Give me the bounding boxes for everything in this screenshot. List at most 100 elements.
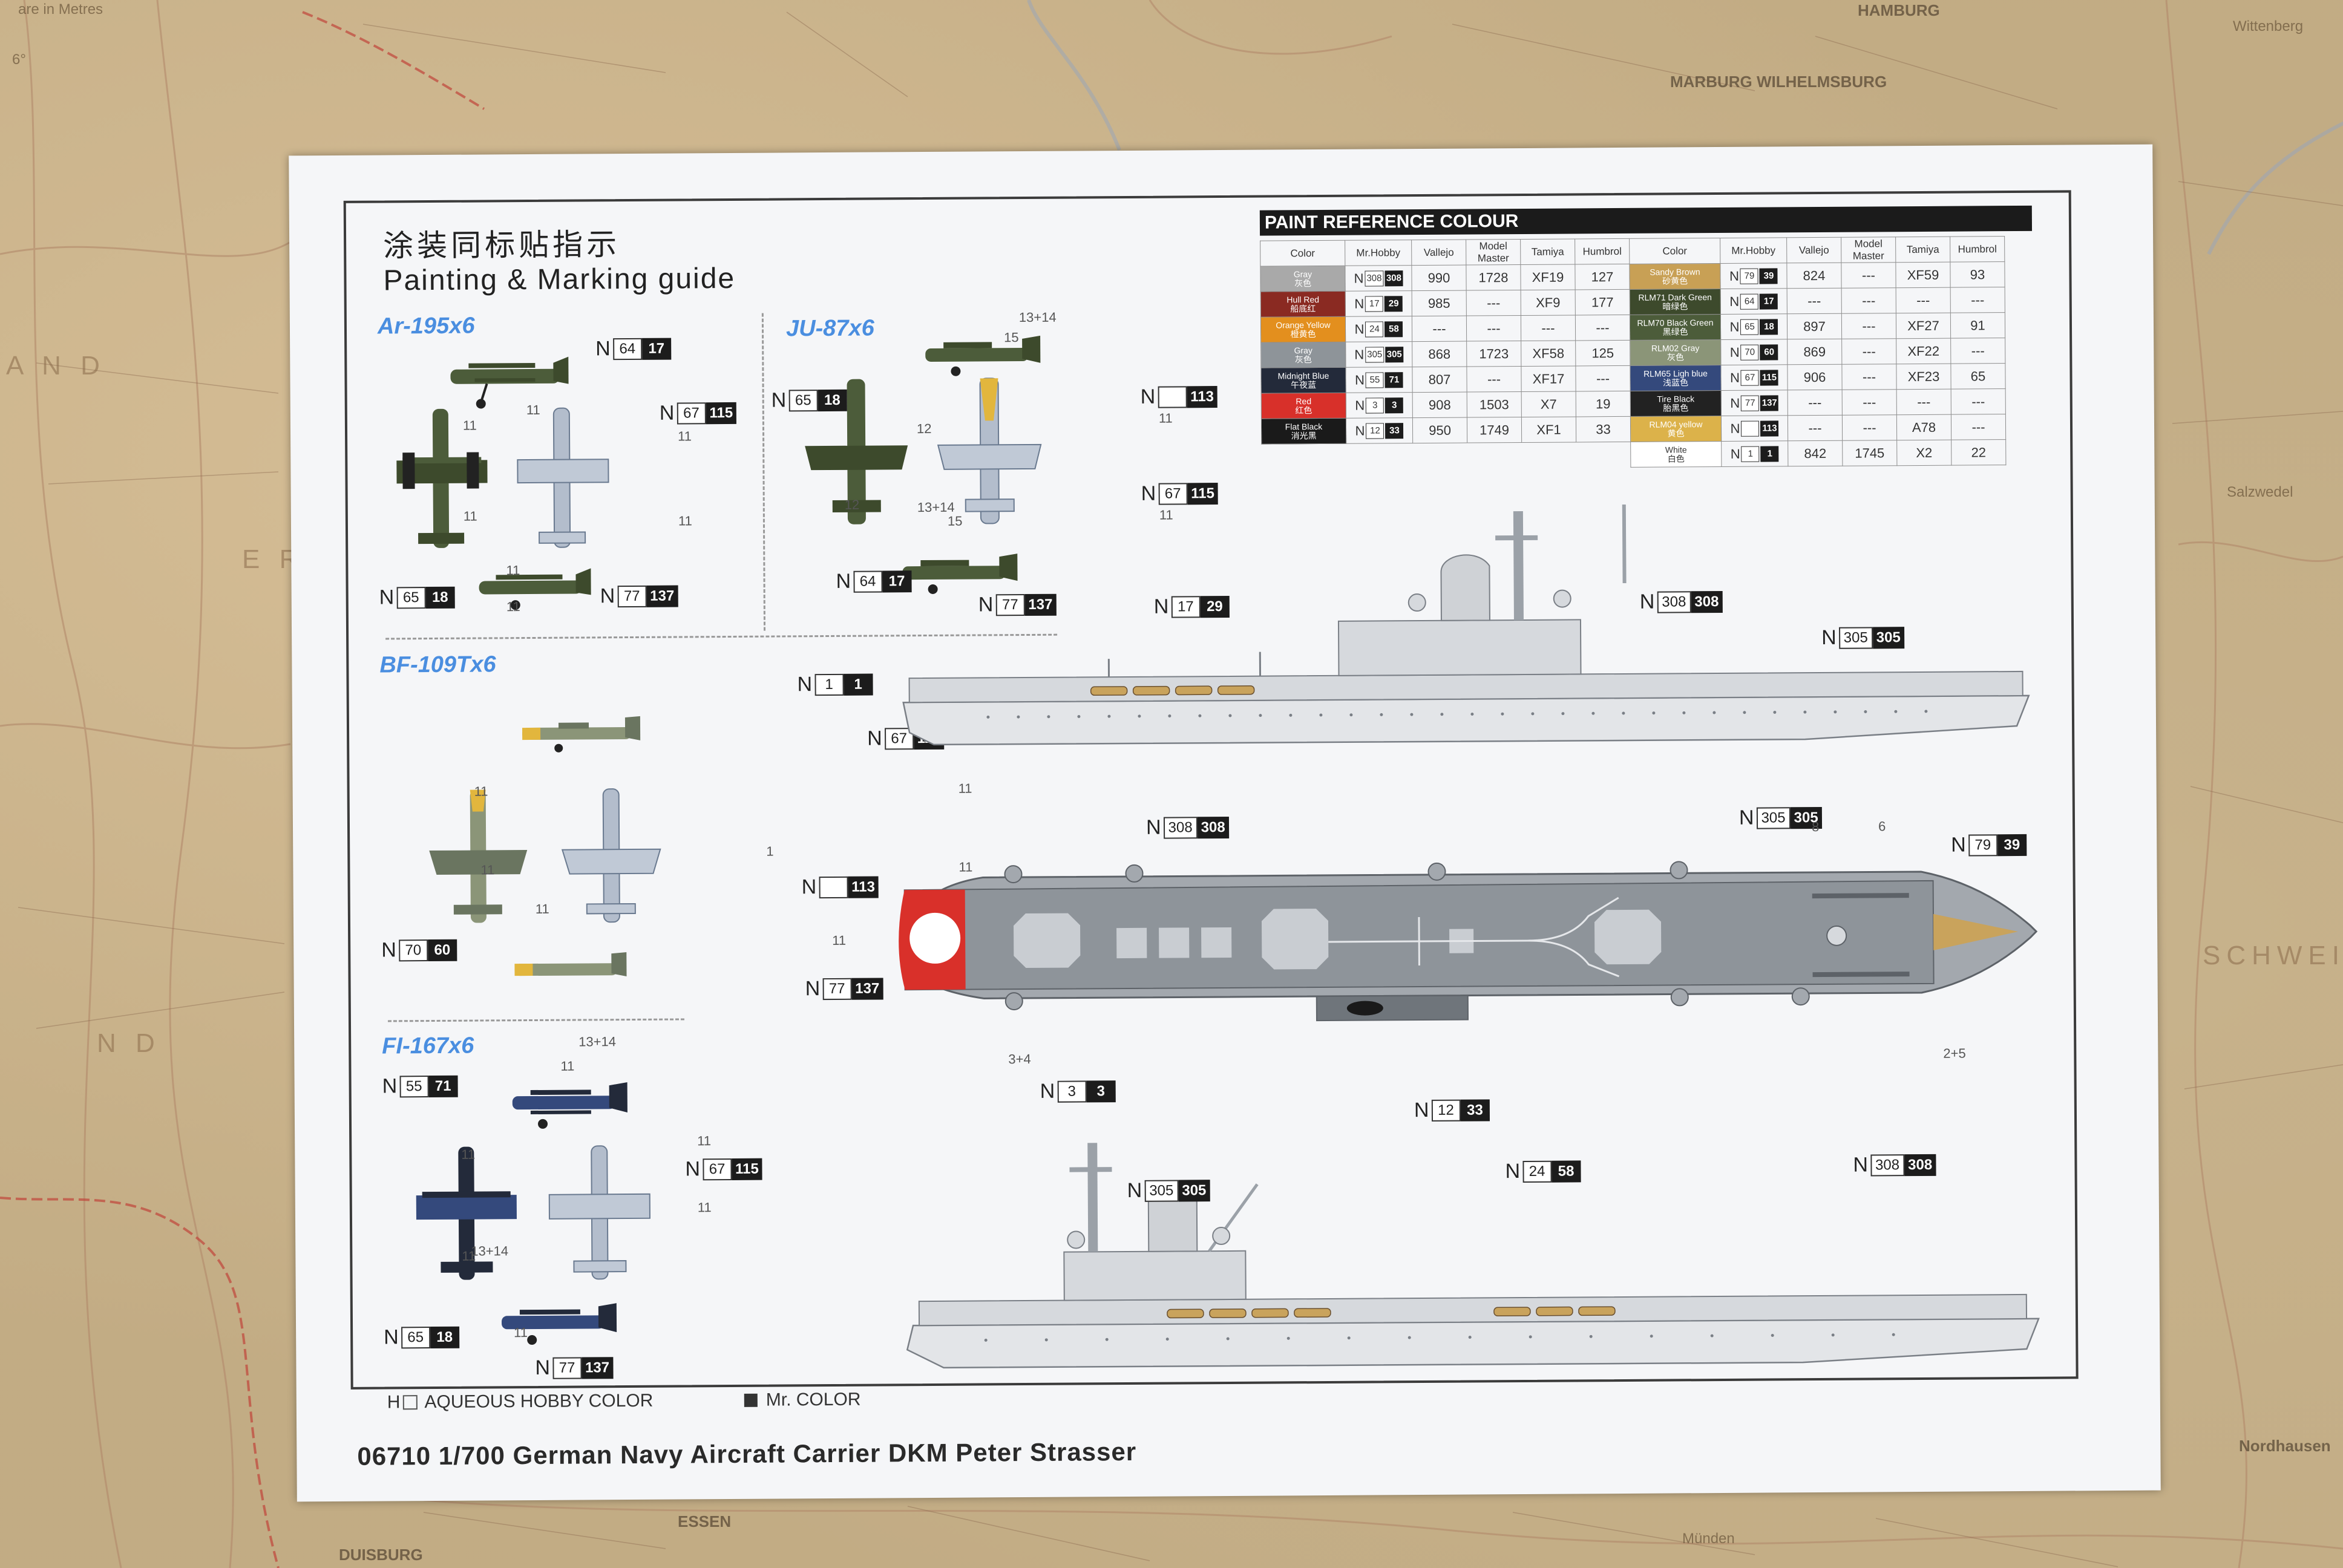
legend-aqueous-swatch (402, 1395, 418, 1410)
paint-table-header-row: Color Mr.Hobby Vallejo Model Master Tami… (1260, 236, 2005, 267)
paint-tamiya (1522, 442, 1576, 468)
col-vallejo-2: Vallejo (1786, 237, 1841, 263)
col-tamiya: Tamiya (1520, 238, 1575, 265)
paint-humbrol: 65 (1950, 363, 2006, 390)
paint-tamiya: XF27 (1896, 313, 1951, 339)
col-tamiya-2: Tamiya (1895, 237, 1950, 263)
paint-vallejo: 985 (1412, 290, 1467, 316)
paint-humbrol: 22 (1951, 439, 2006, 466)
ju87-callout-3: 12 (916, 420, 932, 437)
bf109-drawings (429, 716, 661, 977)
paint-humbrol: 127 (1575, 264, 1630, 290)
paint-color-name: RLM65 Ligh blue (1643, 368, 1708, 379)
paint-color-name-cn: 灰色 (1666, 351, 1684, 362)
paint-model-master: 1745 (1842, 440, 1897, 466)
map-label-wittenberg: Wittenberg (2233, 18, 2304, 34)
paint-tamiya: XF17 (1521, 365, 1576, 392)
paint-color-name: RLM02 Gray (1651, 342, 1700, 353)
paint-vallejo: 869 (1787, 339, 1842, 365)
paint-tamiya: XF59 (1895, 262, 1951, 288)
fi167-callout-1: 13+14 (578, 1034, 617, 1050)
paint-model-master: --- (1842, 389, 1897, 416)
paint-tamiya: XF58 (1521, 340, 1576, 367)
paint-color-name: Flat Black (1285, 421, 1323, 431)
paint-vallejo: 990 (1411, 265, 1467, 291)
map-label-marburg: MARBURG WILHELMSBURG (1670, 73, 1887, 91)
paint-vallejo: 807 (1412, 367, 1467, 393)
paint-vallejo: 897 (1787, 313, 1842, 339)
paint-model-master: --- (1841, 262, 1896, 289)
title-fi167: FI-167x6 (382, 1033, 474, 1059)
paint-mrhobby-code (1346, 443, 1413, 469)
paint-color-name-cn: 浅蓝色 (1663, 377, 1689, 388)
paint-model-master: --- (1841, 313, 1896, 339)
paint-color-name: Gray (1294, 345, 1312, 355)
col-color: Color (1260, 240, 1345, 267)
col-modelmaster-2: Model Master (1841, 237, 1896, 263)
instruction-sheet: 涂装同标贴指示 Painting & Marking guide Ar-195x… (289, 144, 2161, 1502)
col-humbrol: Humbrol (1575, 238, 1630, 264)
map-label-nordhausen: Nordhausen (2239, 1437, 2331, 1455)
col-vallejo: Vallejo (1411, 240, 1466, 266)
fi167-callout-3: 11 (461, 1146, 476, 1162)
paint-tamiya: XF19 (1520, 264, 1576, 290)
bf109-tag-3: N 113 (802, 875, 879, 899)
ar195-callout-7: 11 (506, 599, 520, 615)
paint-model-master: 1749 (1467, 417, 1522, 443)
paint-humbrol (1576, 442, 1631, 468)
kit-title: 06710 1/700 German Navy Aircraft Carrier… (357, 1437, 1137, 1471)
ar195-callout-3: 11 (678, 428, 692, 444)
paint-vallejo: --- (1788, 415, 1843, 441)
paint-vallejo: 868 (1412, 341, 1467, 367)
paint-color-name: Red (1296, 396, 1312, 406)
paint-color-name-cn: 黄色 (1667, 428, 1685, 439)
bf109-callout-3: 11 (480, 862, 495, 878)
fi167-callout-6: 13+14 (471, 1243, 509, 1259)
paint-color-name-cn: 消光黑 (1291, 430, 1317, 440)
paint-tamiya: XF23 (1896, 364, 1951, 390)
col-humbrol-2: Humbrol (1950, 236, 2005, 263)
ju87-callout-2: 15 (1004, 330, 1019, 345)
col-color-2: Color (1629, 238, 1720, 264)
paint-model-master: --- (1466, 315, 1521, 342)
paint-color-name-cn: 午夜蓝 (1291, 379, 1317, 390)
paint-tamiya: XF1 (1521, 416, 1576, 443)
paint-vallejo: --- (1788, 390, 1843, 416)
paint-humbrol: 177 (1575, 289, 1630, 315)
paint-vallejo: 950 (1412, 417, 1467, 443)
paint-reference-header: PAINT REFERENCE COLOUR (1259, 205, 2033, 236)
paint-vallejo: --- (1787, 288, 1842, 314)
ar195-drawings (396, 356, 609, 610)
paint-color-name: Gray (1293, 269, 1312, 279)
bf109-callout-1: 11 (474, 783, 488, 799)
ar195-callout-2: 11 (462, 417, 477, 433)
fi167-callout-7: 11 (462, 1248, 476, 1264)
bf109-callout-6: 11 (832, 932, 847, 948)
paint-model-master: 1723 (1466, 341, 1521, 367)
paint-model-master: --- (1841, 287, 1896, 314)
